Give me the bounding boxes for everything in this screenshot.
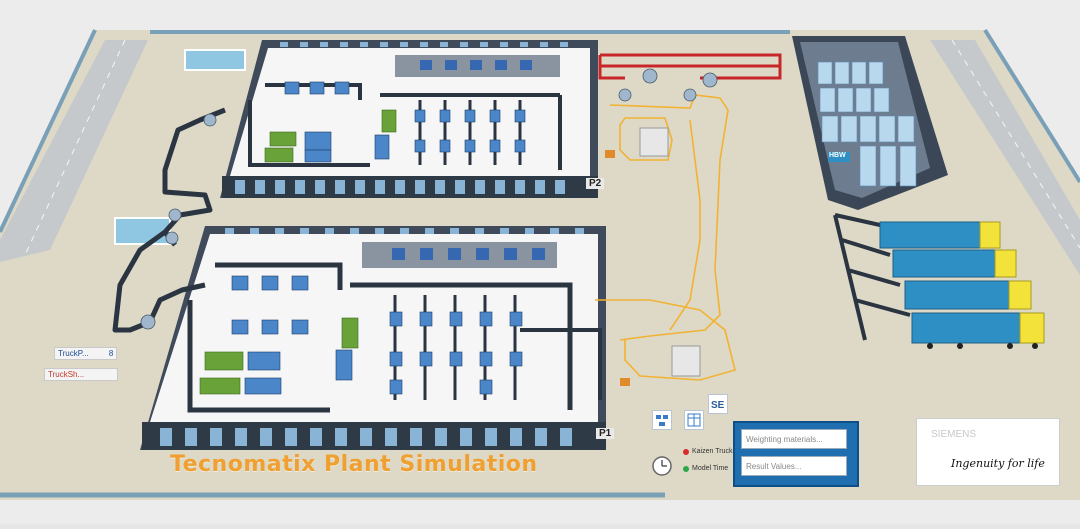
red-pipe-bridge <box>598 53 782 80</box>
info-panel-row[interactable]: Weighting materials... <box>741 429 847 449</box>
plant-p1[interactable] <box>140 226 606 450</box>
legend-dot-green <box>683 466 689 472</box>
water-basin-top <box>184 49 246 71</box>
data-table-icon[interactable] <box>684 410 704 430</box>
slogan: Ingenuity for life <box>951 457 1045 470</box>
truck-lane-conveyors <box>833 213 911 341</box>
plant-p1-label: P1 <box>596 428 615 439</box>
clock-icon[interactable] <box>652 456 672 476</box>
truck-counter-label: TruckP... <box>58 349 89 358</box>
truck-counter-2[interactable]: TruckSh... <box>44 368 119 381</box>
truck[interactable] <box>892 249 1017 278</box>
legend-dot-red <box>683 449 689 455</box>
truck[interactable] <box>911 312 1045 349</box>
company-logo-panel: SIEMENS Ingenuity for life <box>916 418 1060 486</box>
road-right <box>930 40 1080 275</box>
truck-counter-1[interactable]: TruckP... 8 <box>54 347 118 360</box>
legend-label: Kaizen Trucks <box>692 448 736 455</box>
svg-text:SE: SE <box>711 400 725 411</box>
legend-label: Model Time <box>692 465 729 472</box>
truck-counter-label: TruckSh... <box>48 370 85 379</box>
road-left <box>0 40 148 262</box>
app-title: Tecnomatix Plant Simulation <box>170 452 538 477</box>
warehouse-sign: HBW <box>829 152 846 159</box>
delivery-trucks[interactable] <box>879 221 1045 349</box>
high-bay-warehouse[interactable] <box>792 36 948 210</box>
experiment-manager-icon[interactable] <box>652 410 672 430</box>
info-panel[interactable]: Weighting materials... Result Values... <box>733 421 859 487</box>
water-basin-mid <box>114 217 171 245</box>
fence-right <box>983 28 1080 184</box>
fence-left <box>0 29 97 233</box>
truck[interactable] <box>904 280 1032 310</box>
plant-p2-label: P2 <box>586 178 605 189</box>
plant-p2[interactable] <box>220 40 598 198</box>
info-panel-row[interactable]: Result Values... <box>741 456 847 476</box>
amr-station-lower <box>671 345 701 377</box>
truck-counter-value: 8 <box>108 349 114 358</box>
se-icon[interactable]: SE <box>708 394 728 414</box>
truck[interactable] <box>879 221 1001 249</box>
amr-station-upper <box>639 127 669 157</box>
brand-name: SIEMENS <box>931 429 977 440</box>
